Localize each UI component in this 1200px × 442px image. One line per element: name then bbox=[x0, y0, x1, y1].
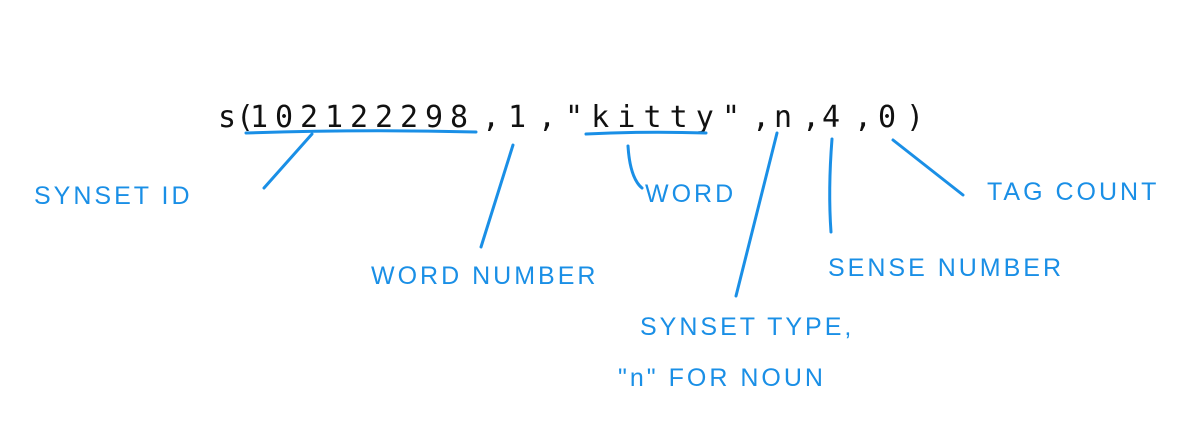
code-sep-5: , bbox=[854, 100, 872, 135]
label-word-number: WORD NUMBER bbox=[371, 262, 598, 290]
code-word: "kitty" bbox=[565, 100, 740, 135]
code-sep-3: , bbox=[752, 100, 770, 135]
code-prefix: s( bbox=[218, 100, 254, 135]
label-tag-count: TAG COUNT bbox=[987, 178, 1159, 206]
code-word-number: 1 bbox=[508, 100, 526, 135]
label-synset-type-line2: "n" FOR NOUN bbox=[618, 364, 826, 392]
code-suffix: ) bbox=[906, 100, 924, 135]
sense-number-pointer bbox=[828, 137, 834, 234]
word-number-pointer bbox=[479, 143, 515, 249]
label-sense-number: SENSE NUMBER bbox=[828, 254, 1064, 282]
word-pointer bbox=[626, 144, 644, 190]
code-synset-id: 102122298 bbox=[250, 100, 468, 135]
code-sep-1: , bbox=[482, 100, 500, 135]
word-underline bbox=[584, 130, 708, 136]
code-sep-4: , bbox=[802, 100, 820, 135]
code-tag-count: 0 bbox=[878, 100, 896, 135]
tag-count-pointer bbox=[891, 138, 965, 197]
synset-type-pointer bbox=[734, 131, 779, 298]
label-word: WORD bbox=[645, 180, 736, 208]
code-sense-number: 4 bbox=[822, 100, 840, 135]
synset-id-underline bbox=[244, 129, 478, 135]
synset-id-pointer bbox=[262, 132, 314, 190]
label-synset-type-line1: SYNSET TYPE, bbox=[640, 313, 854, 341]
code-synset-type: n bbox=[774, 100, 792, 135]
code-sep-2: , bbox=[538, 100, 556, 135]
label-synset-id: SYNSET ID bbox=[34, 182, 193, 210]
